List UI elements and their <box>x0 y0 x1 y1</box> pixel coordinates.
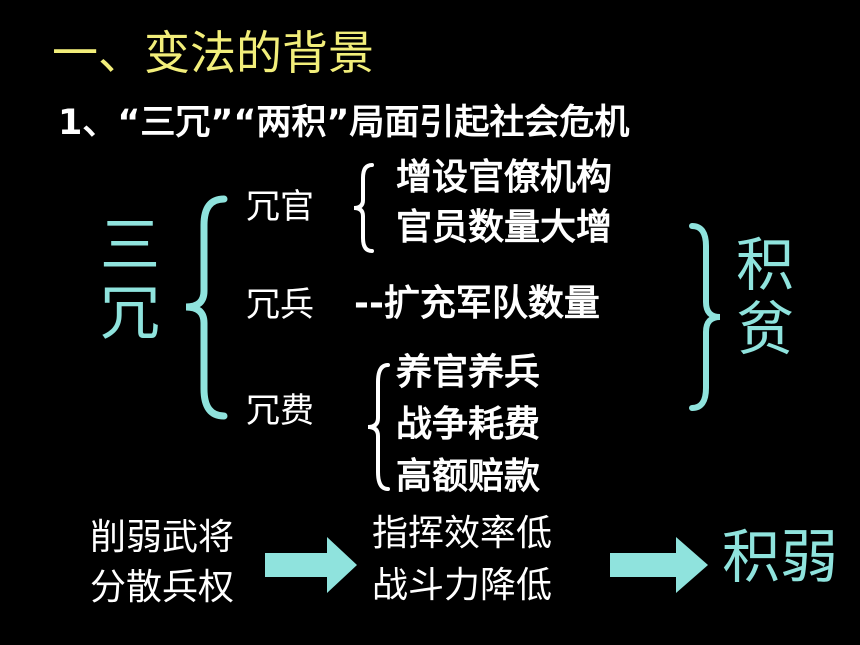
arrow-right-icon <box>265 537 357 593</box>
arrow-right-icon <box>610 537 708 593</box>
cause-1: 削弱武将 <box>90 517 235 558</box>
right-brace <box>689 223 721 411</box>
ji-pin-char-2: 贫 <box>736 295 795 363</box>
effect-2: 战斗力降低 <box>372 565 553 606</box>
main-left-brace <box>185 195 228 420</box>
rong-fei-item-2: 战争耗费 <box>396 404 541 445</box>
ji-ruo-label: 积弱 <box>722 523 839 591</box>
rong-fei-item-1: 养官养兵 <box>396 352 541 393</box>
effect-1: 指挥效率低 <box>372 513 553 554</box>
slide-subtitle: 1、“三冗”“两积”局面引起社会危机 <box>58 103 630 143</box>
rong-fei-brace <box>367 363 390 491</box>
cause-2: 分散兵权 <box>90 567 235 608</box>
rong-fei-item-3: 高额赔款 <box>396 456 541 497</box>
rong-bing-detail: --扩充军队数量 <box>354 283 600 324</box>
rong-fei-label: 冗费 <box>246 391 314 431</box>
rong-bing-label: 冗兵 <box>246 285 314 325</box>
slide-title: 一、变法的背景 <box>52 26 374 80</box>
san-rong-char-2: 冗 <box>100 279 160 349</box>
rong-guan-label: 冗官 <box>246 187 314 227</box>
rong-guan-item-1: 增设官僚机构 <box>396 157 613 198</box>
san-rong-char-1: 三 <box>100 211 160 281</box>
san-rong-label: 三 冗 <box>100 212 160 348</box>
ji-pin-label: 积 贫 <box>736 233 794 361</box>
rong-guan-item-2: 官员数量大增 <box>396 207 613 248</box>
rong-guan-brace <box>353 163 374 253</box>
ji-pin-char-1: 积 <box>736 231 795 299</box>
